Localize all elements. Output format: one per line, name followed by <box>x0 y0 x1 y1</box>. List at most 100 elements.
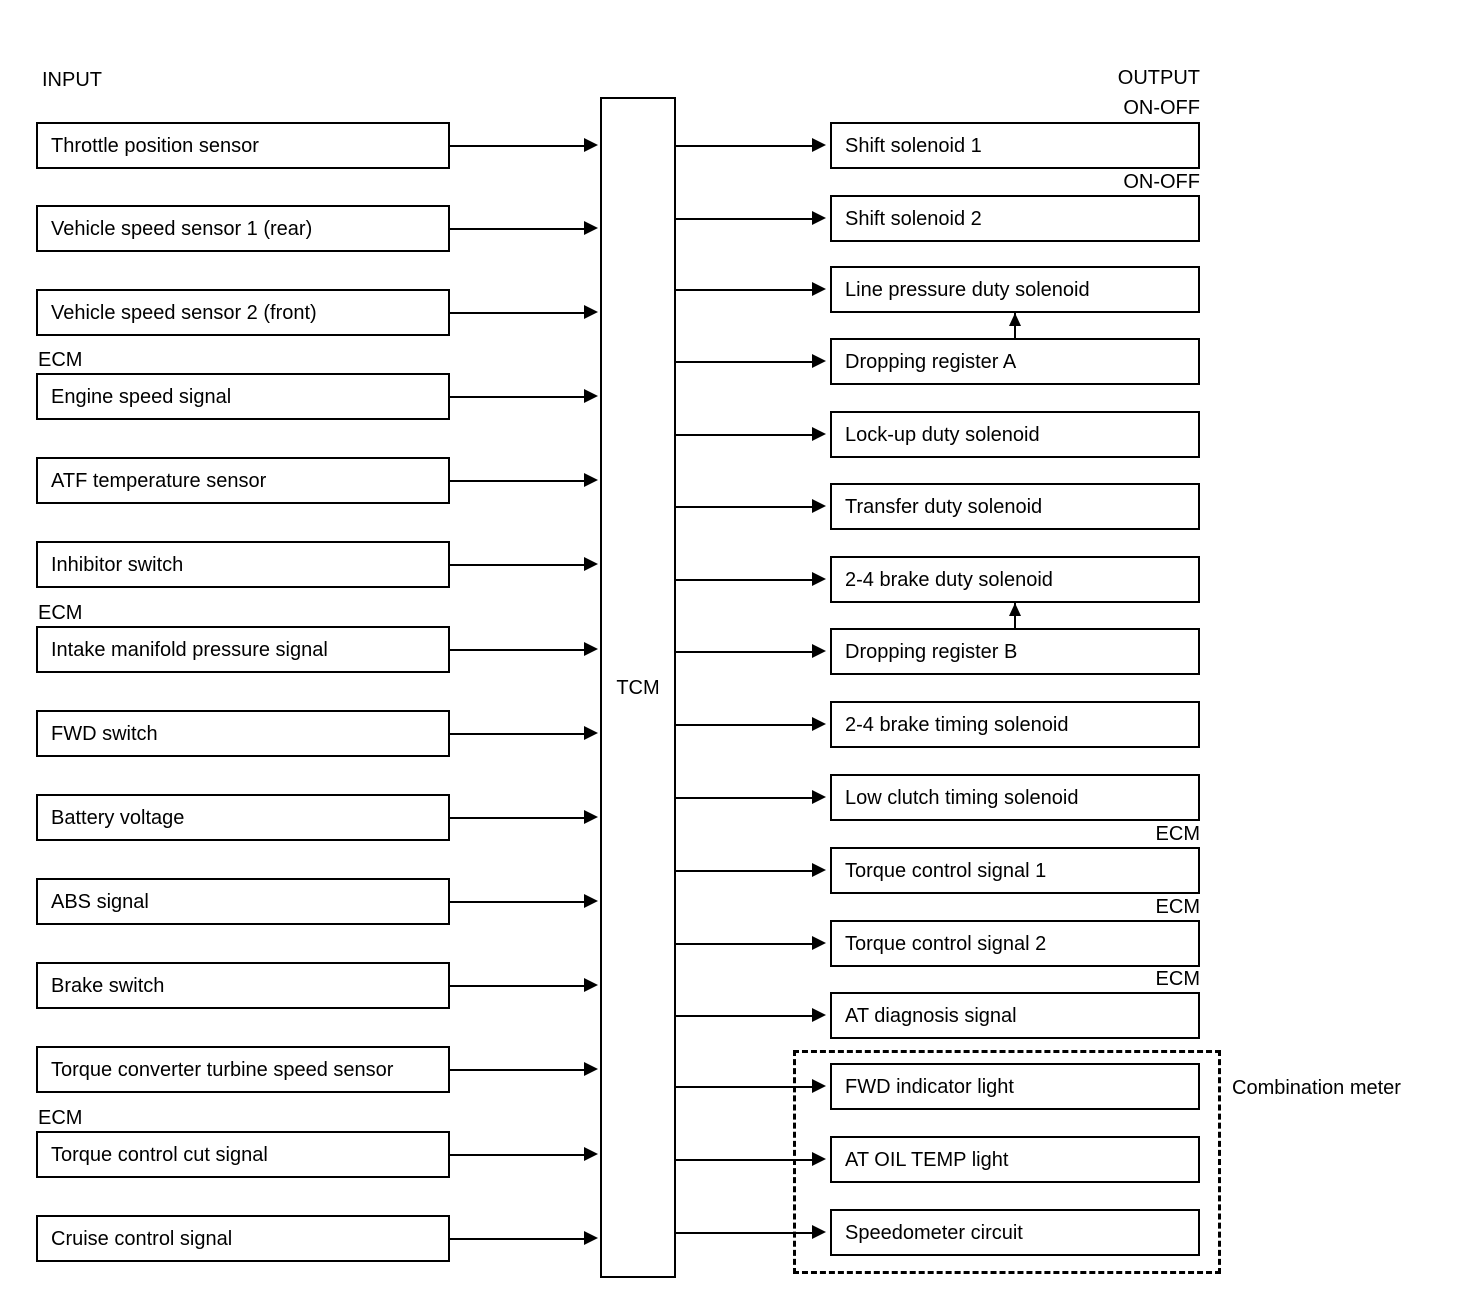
output-label: Transfer duty solenoid <box>845 495 1043 518</box>
output-label: AT OIL TEMP light <box>845 1148 1009 1171</box>
output-box-torque-control-signal-2[interactable]: Torque control signal 2 <box>830 920 1200 967</box>
output-box-transfer-duty-solenoid[interactable]: Transfer duty solenoid <box>830 483 1200 530</box>
input-box-cruise-control-signal[interactable]: Cruise control signal <box>36 1215 450 1262</box>
input-box-brake-switch[interactable]: Brake switch <box>36 962 450 1009</box>
input-arrowhead-9 <box>584 810 598 824</box>
input-label: Throttle position sensor <box>51 134 259 157</box>
output-arrowhead-9 <box>812 717 826 731</box>
input-box-inhibitor-switch[interactable]: Inhibitor switch <box>36 541 450 588</box>
input-line-5 <box>450 480 586 482</box>
output-label: Low clutch timing solenoid <box>845 786 1079 809</box>
output-box-2-4-brake-timing-solenoid[interactable]: 2-4 brake timing solenoid <box>830 701 1200 748</box>
output-box-shift-solenoid-2[interactable]: Shift solenoid 2 <box>830 195 1200 242</box>
input-box-intake-manifold-pressure-signal[interactable]: Intake manifold pressure signal <box>36 626 450 673</box>
output-line-15 <box>676 1159 814 1161</box>
output-line-3 <box>676 289 814 291</box>
output-label: Dropping register A <box>845 350 1017 373</box>
output-box-2-4-brake-duty-solenoid[interactable]: 2-4 brake duty solenoid <box>830 556 1200 603</box>
input-line-3 <box>450 312 586 314</box>
output-arrowhead-4 <box>812 354 826 368</box>
input-box-vehicle-speed-sensor-2[interactable]: Vehicle speed sensor 2 (front) <box>36 289 450 336</box>
combination-meter-label: Combination meter <box>1232 1077 1401 1099</box>
input-label: Engine speed signal <box>51 385 232 408</box>
output-label: Torque control signal 1 <box>845 859 1047 882</box>
input-line-9 <box>450 817 586 819</box>
output-line-13 <box>676 1015 814 1017</box>
input-arrowhead-13 <box>584 1147 598 1161</box>
input-box-vehicle-speed-sensor-1[interactable]: Vehicle speed sensor 1 (rear) <box>36 205 450 252</box>
input-label: Vehicle speed sensor 2 (front) <box>51 301 317 324</box>
output-box-shift-solenoid-1[interactable]: Shift solenoid 1 <box>830 122 1200 169</box>
input-arrowhead-4 <box>584 389 598 403</box>
output-line-11 <box>676 870 814 872</box>
input-box-torque-converter-turbine-speed-sensor[interactable]: Torque converter turbine speed sensor <box>36 1046 450 1093</box>
input-box-throttle-position-sensor[interactable]: Throttle position sensor <box>36 122 450 169</box>
output-box-line-pressure-duty-solenoid[interactable]: Line pressure duty solenoid <box>830 266 1200 313</box>
output-box-dropping-register-a[interactable]: Dropping register A <box>830 338 1200 385</box>
input-label: Intake manifold pressure signal <box>51 638 328 661</box>
input-label: ATF temperature sensor <box>51 469 267 492</box>
input-arrowhead-3 <box>584 305 598 319</box>
output-label: Shift solenoid 1 <box>845 134 982 157</box>
output-arrowhead-7 <box>812 572 826 586</box>
output-caption-ecm-3: ECM <box>1155 968 1200 990</box>
input-arrowhead-1 <box>584 138 598 152</box>
output-line-10 <box>676 797 814 799</box>
output-label: Shift solenoid 2 <box>845 207 982 230</box>
input-arrowhead-7 <box>584 642 598 656</box>
output-box-at-oil-temp-light[interactable]: AT OIL TEMP light <box>830 1136 1200 1183</box>
output-arrowhead-13 <box>812 1008 826 1022</box>
input-line-12 <box>450 1069 586 1071</box>
input-arrowhead-5 <box>584 473 598 487</box>
output-arrowhead-15 <box>812 1152 826 1166</box>
output-label: Speedometer circuit <box>845 1221 1023 1244</box>
output-box-torque-control-signal-1[interactable]: Torque control signal 1 <box>830 847 1200 894</box>
input-arrowhead-8 <box>584 726 598 740</box>
output-arrowhead-14 <box>812 1079 826 1093</box>
output-label: AT diagnosis signal <box>845 1004 1017 1027</box>
output-box-speedometer-circuit[interactable]: Speedometer circuit <box>830 1209 1200 1256</box>
output-arrowhead-5 <box>812 427 826 441</box>
input-box-atf-temperature-sensor[interactable]: ATF temperature sensor <box>36 457 450 504</box>
tcm-label: TCM <box>616 677 660 699</box>
input-box-torque-control-cut-signal[interactable]: Torque control cut signal <box>36 1131 450 1178</box>
output-arrowhead-16 <box>812 1225 826 1239</box>
output-box-fwd-indicator-light[interactable]: FWD indicator light <box>830 1063 1200 1110</box>
input-arrowhead-6 <box>584 557 598 571</box>
output-line-14 <box>676 1086 814 1088</box>
input-caption-ecm-engine-speed: ECM <box>38 349 83 371</box>
input-box-abs-signal[interactable]: ABS signal <box>36 878 450 925</box>
input-label: Torque control cut signal <box>51 1143 268 1166</box>
input-box-fwd-switch[interactable]: FWD switch <box>36 710 450 757</box>
input-arrowhead-2 <box>584 221 598 235</box>
output-box-dropping-register-b[interactable]: Dropping register B <box>830 628 1200 675</box>
input-line-8 <box>450 733 586 735</box>
output-box-lock-up-duty-solenoid[interactable]: Lock-up duty solenoid <box>830 411 1200 458</box>
input-box-battery-voltage[interactable]: Battery voltage <box>36 794 450 841</box>
output-box-low-clutch-timing-solenoid[interactable]: Low clutch timing solenoid <box>830 774 1200 821</box>
output-line-16 <box>676 1232 814 1234</box>
output-line-6 <box>676 506 814 508</box>
input-label: Inhibitor switch <box>51 553 184 576</box>
combination-meter-group-frame <box>793 1050 1221 1274</box>
output-line-8 <box>676 651 814 653</box>
output-label: 2-4 brake timing solenoid <box>845 713 1069 736</box>
input-line-2 <box>450 228 586 230</box>
output-arrowhead-10 <box>812 790 826 804</box>
output-arrowhead-2 <box>812 211 826 225</box>
output-arrowhead-1 <box>812 138 826 152</box>
input-caption-ecm-intake-manifold: ECM <box>38 602 83 624</box>
input-box-engine-speed-signal[interactable]: Engine speed signal <box>36 373 450 420</box>
input-line-11 <box>450 985 586 987</box>
output-arrowhead-3 <box>812 282 826 296</box>
riser-arrowhead-dropping-register-a <box>1009 313 1021 326</box>
output-label: Lock-up duty solenoid <box>845 423 1040 446</box>
output-box-at-diagnosis-signal[interactable]: AT diagnosis signal <box>830 992 1200 1039</box>
input-line-13 <box>450 1154 586 1156</box>
input-label: FWD switch <box>51 722 158 745</box>
output-arrowhead-11 <box>812 863 826 877</box>
input-line-4 <box>450 396 586 398</box>
output-line-1 <box>676 145 814 147</box>
output-line-9 <box>676 724 814 726</box>
